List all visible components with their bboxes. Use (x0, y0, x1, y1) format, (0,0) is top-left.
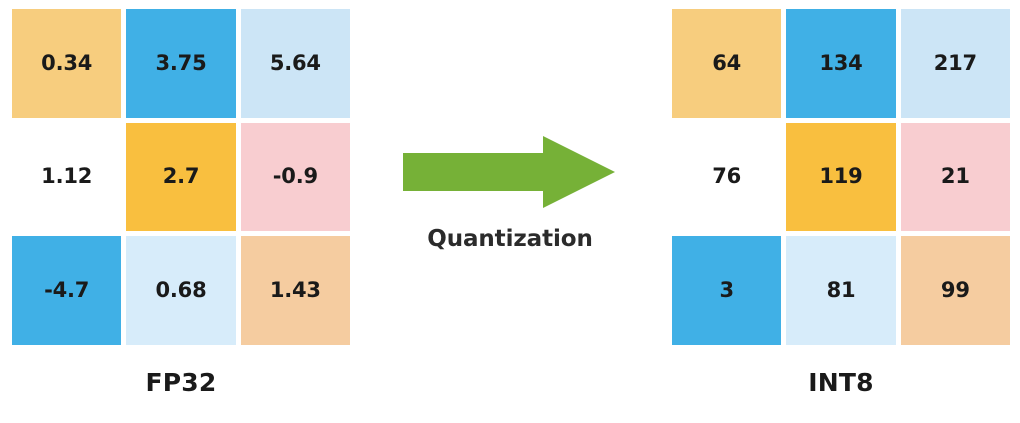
right-arrow-shape (403, 136, 615, 208)
matrix-cell: -4.7 (12, 236, 122, 345)
matrix-cell: 5.64 (240, 9, 350, 118)
matrix-cell: 1.12 (12, 122, 122, 232)
matrix-cell: 21 (900, 122, 1010, 232)
matrix-cell: 76 (672, 122, 782, 232)
fp32-caption: FP32 (145, 368, 217, 397)
matrix-cell: 0.34 (12, 9, 122, 118)
quantization-label: Quantization (427, 226, 593, 252)
matrix-cell: 119 (786, 122, 896, 232)
matrix-cell: 3.75 (126, 9, 236, 118)
matrix-cell: 3 (672, 236, 782, 345)
matrix-cell: 1.43 (240, 236, 350, 345)
arrow-polygon (403, 136, 615, 208)
matrix-cell: 134 (786, 9, 896, 118)
matrix-cell: 99 (900, 236, 1010, 345)
int8-caption: INT8 (808, 368, 874, 397)
matrix-cell: 81 (786, 236, 896, 345)
matrix-cell: 0.68 (126, 236, 236, 345)
matrix-cell: 217 (900, 9, 1010, 118)
right-arrow-icon (403, 136, 615, 208)
matrix-cell: 64 (672, 9, 782, 118)
matrix-cell: -0.9 (240, 122, 350, 232)
matrix-cell: 2.7 (126, 122, 236, 232)
